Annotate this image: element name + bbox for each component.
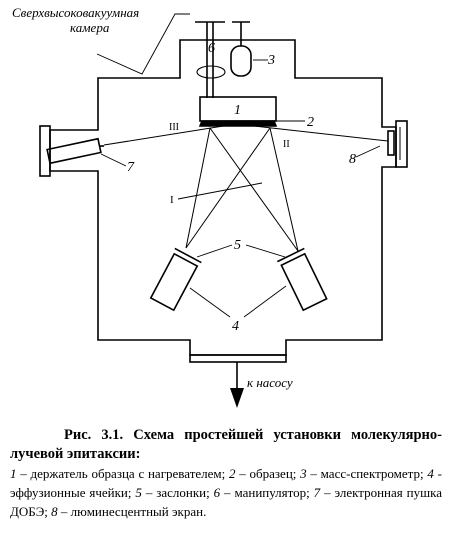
label-2: 2 <box>307 115 314 130</box>
legend-num: 6 <box>213 485 221 500</box>
label-1: 1 <box>234 103 241 118</box>
figure-caption-legend: 1 – держатель образца с нагревателем; 2 … <box>10 464 442 521</box>
beam-left-1 <box>185 127 211 249</box>
legend-num: 2 <box>229 466 236 481</box>
pump-label: к насосу <box>247 375 293 390</box>
mass-spectrometer <box>230 45 252 77</box>
beam-label-III: III <box>169 122 179 133</box>
legend-num: 5 <box>135 485 142 500</box>
label-5: 5 <box>234 238 241 253</box>
rheed-beam <box>103 123 237 146</box>
pump-arrow <box>230 362 244 408</box>
legend-text: – заслонки; <box>141 485 214 500</box>
legend-text: – манипулятор; <box>220 485 314 500</box>
label-6: 6 <box>208 41 215 56</box>
camera-label-line1: Сверхвысоковакуумная <box>12 5 139 20</box>
bottom-flange <box>189 354 287 363</box>
left-flange <box>39 125 51 177</box>
effusion-cell-left <box>149 247 202 312</box>
mbe-scheme: Сверхвысоковакуумная камера к насосу 1 2… <box>12 5 408 408</box>
effusion-cell-right <box>277 247 328 312</box>
legend-text: – масс-спектрометр; <box>306 466 428 481</box>
legend-text: – образец; <box>235 466 301 481</box>
luminescent-screen <box>387 130 395 156</box>
beam-label-II: II <box>283 139 290 150</box>
label-8: 8 <box>349 152 356 167</box>
label-7: 7 <box>127 160 135 175</box>
sample <box>198 120 278 127</box>
legend-text: – люминесцентный экран. <box>57 504 207 519</box>
legend-num: 8 <box>51 504 58 519</box>
camera-leader <box>96 13 190 75</box>
beam-label-I: I <box>170 194 174 206</box>
rotation-indicator <box>196 65 226 79</box>
label-4: 4 <box>232 319 239 334</box>
electron-gun <box>46 137 102 165</box>
beam-right-1 <box>269 127 299 252</box>
legend-text: - эффузионные ячейки; <box>10 466 442 500</box>
label-I-arrow <box>177 182 263 200</box>
right-flange <box>395 120 408 168</box>
legend-num: 7 <box>313 485 321 500</box>
legend-text: – держатель образца с нагревателем; <box>16 466 230 481</box>
label-3: 3 <box>267 53 275 68</box>
legend-num: 4 <box>427 466 434 481</box>
chamber-wall <box>49 39 397 356</box>
legend-text: – электронная пушка ДОБЭ; <box>10 485 443 519</box>
camera-label-line2: камера <box>70 20 110 35</box>
legend-num: 1 <box>10 466 17 481</box>
legend-num: 3 <box>300 466 307 481</box>
figure-caption-title: Рис. 3.1. Схема простейшей установки мол… <box>10 427 442 462</box>
